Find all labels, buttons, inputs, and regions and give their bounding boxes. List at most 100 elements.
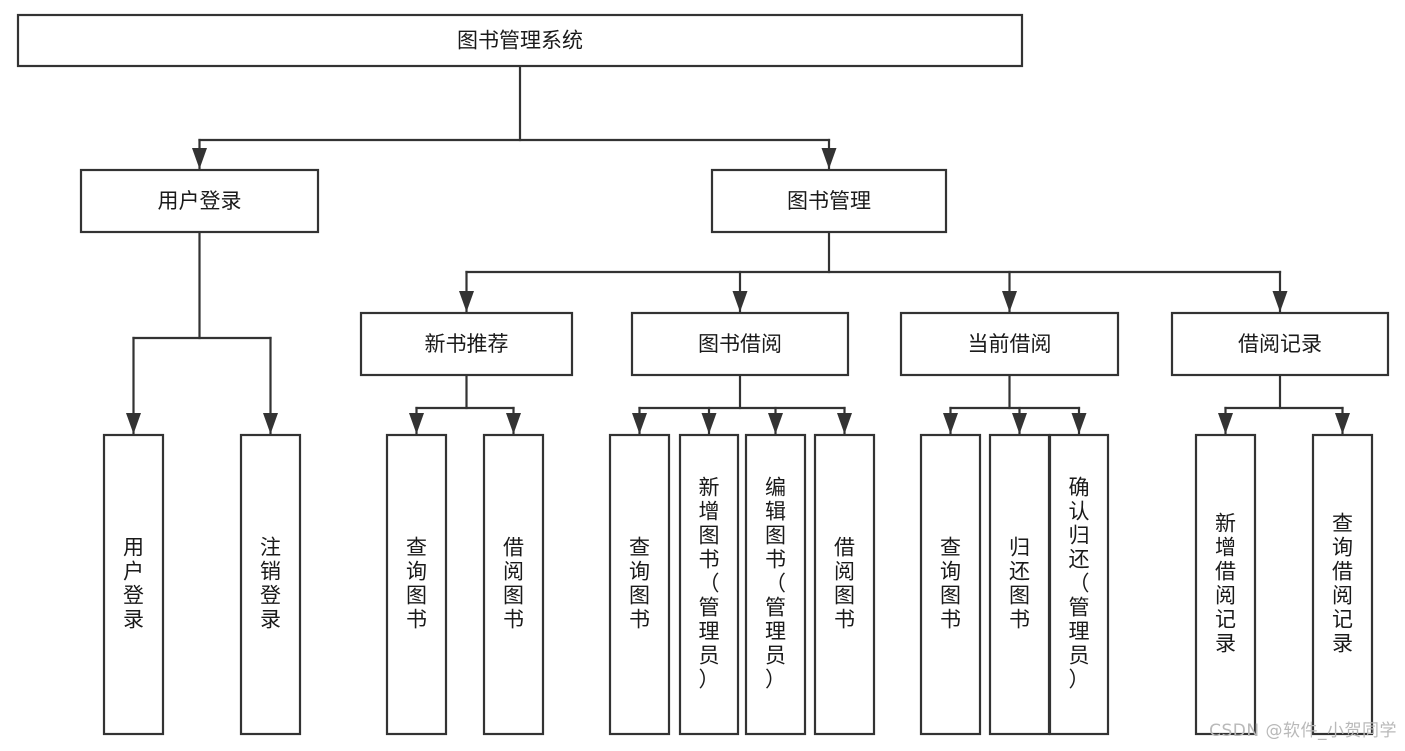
connector-layer (126, 64, 1350, 436)
leaf-label-char: 增 (1215, 536, 1236, 560)
node-root-图书管理系统[interactable]: 图书管理系统 (16, 13, 1024, 68)
node-leaf-0[interactable]: 用户登录 (102, 433, 165, 736)
leaf-label-char: 管 (765, 596, 786, 620)
node-box (899, 311, 1120, 377)
arrow-head-icon (632, 413, 647, 434)
leaf-label-char: 登 (260, 584, 281, 608)
leaf-label-char: 理 (765, 620, 786, 644)
node-box (359, 311, 574, 377)
leaf-label-char: 还 (1009, 560, 1030, 584)
node-label: 图书管理系统 (457, 29, 583, 53)
node-box (16, 13, 1024, 68)
leaf-label-char: 归 (1009, 536, 1030, 560)
node-layer: 图书管理系统用户登录图书管理新书推荐图书借阅当前借阅借阅记录用户登录注销登录查询… (16, 13, 1390, 736)
leaf-box (482, 433, 545, 736)
leaf-label-char: 书 (940, 608, 961, 632)
leaf-label-char: 登 (123, 584, 144, 608)
leaf-box (1311, 433, 1374, 736)
leaf-label-char: （ (765, 572, 786, 596)
leaf-label-char: 记 (1332, 608, 1353, 632)
leaf-label-char: 查 (940, 536, 961, 560)
arrow-head-icon (409, 413, 424, 434)
leaf-label-char: 归 (1069, 524, 1090, 548)
arrow-head-icon (506, 413, 521, 434)
leaf-label-char: 户 (123, 560, 144, 584)
leaf-label-char: 图 (629, 584, 650, 608)
leaf-label-char: 新 (699, 476, 720, 500)
node-label: 新书推荐 (425, 332, 509, 356)
leaf-label-char: 录 (123, 608, 144, 632)
leaf-label-char: 图 (699, 524, 720, 548)
leaf-label-char: 员 (1069, 644, 1090, 668)
arrow-head-icon (701, 413, 717, 434)
node-level3-图书借阅[interactable]: 图书借阅 (630, 311, 850, 377)
leaf-label-char: 记 (1215, 608, 1236, 632)
node-label: 借阅记录 (1238, 332, 1322, 356)
node-level3-新书推荐[interactable]: 新书推荐 (359, 311, 574, 377)
leaf-label-char: 书 (1009, 608, 1030, 632)
leaf-label-char: 录 (1215, 632, 1236, 656)
leaf-label-char: 图 (503, 584, 524, 608)
leaf-label-char: 借 (503, 536, 524, 560)
leaf-label-char: 录 (260, 608, 281, 632)
leaf-label-char: 新 (1215, 512, 1236, 536)
arrow-head-icon (263, 413, 278, 434)
leaf-box (1048, 433, 1110, 736)
leaf-label-char: 认 (1069, 500, 1090, 524)
node-label: 图书借阅 (698, 332, 782, 356)
leaf-label-char: 查 (406, 536, 427, 560)
leaf-box (239, 433, 302, 736)
node-level2-用户登录[interactable]: 用户登录 (79, 168, 320, 234)
leaf-label-char: 询 (406, 560, 427, 584)
node-box (630, 311, 850, 377)
leaf-label-char: 图 (406, 584, 427, 608)
leaf-label-char: 还 (1069, 548, 1090, 572)
leaf-label-char: 录 (1332, 632, 1353, 656)
leaf-label-char: 图 (1009, 584, 1030, 608)
leaf-box (988, 433, 1051, 736)
leaf-label-char: 书 (503, 608, 524, 632)
node-level2-图书管理[interactable]: 图书管理 (710, 168, 948, 234)
node-level3-当前借阅[interactable]: 当前借阅 (899, 311, 1120, 377)
node-label: 当前借阅 (968, 332, 1052, 356)
arrow-head-icon (1071, 413, 1087, 434)
leaf-label-char: 书 (834, 608, 855, 632)
leaf-label-char: 阅 (503, 560, 524, 584)
leaf-label-char: 询 (940, 560, 961, 584)
node-level3-借阅记录[interactable]: 借阅记录 (1170, 311, 1390, 377)
arrow-head-icon (821, 148, 837, 169)
leaf-label-char: ） (699, 668, 720, 692)
node-box (79, 168, 320, 234)
leaf-label-char: 增 (699, 500, 720, 524)
leaf-label-char: 阅 (1215, 584, 1236, 608)
leaf-box (1194, 433, 1257, 736)
leaf-box (919, 433, 982, 736)
arrow-head-icon (192, 148, 207, 169)
leaf-label-char: 询 (1332, 536, 1353, 560)
node-label: 用户登录 (158, 189, 242, 213)
arrow-head-icon (1218, 413, 1233, 434)
leaf-box (813, 433, 876, 736)
leaf-label-char: 图 (834, 584, 855, 608)
arrow-head-icon (1012, 413, 1027, 434)
arrow-head-icon (1335, 413, 1350, 434)
node-label: 图书管理 (787, 189, 871, 213)
leaf-label-char: 书 (699, 548, 720, 572)
leaf-label-char: （ (1069, 572, 1090, 596)
leaf-label-char: 注 (260, 536, 281, 560)
leaf-label-char: 理 (699, 620, 720, 644)
